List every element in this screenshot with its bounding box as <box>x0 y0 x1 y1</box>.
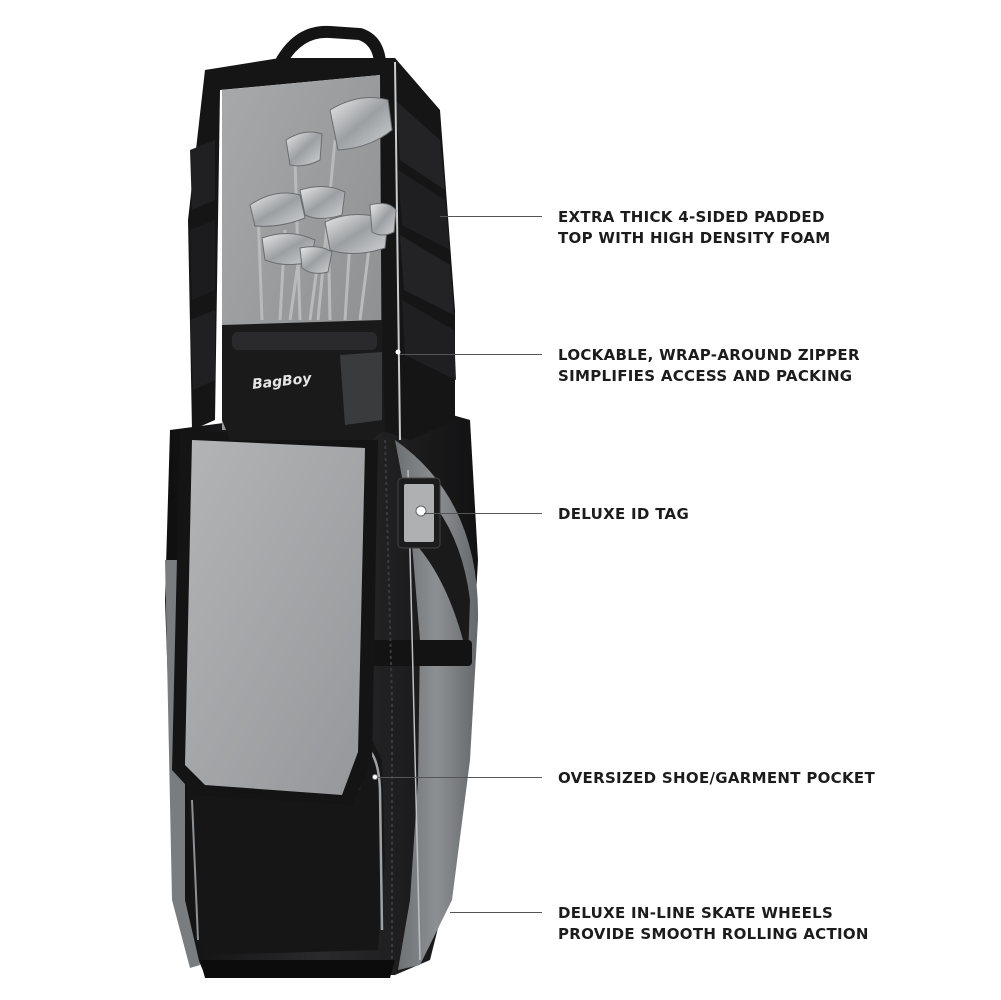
carry-handle <box>276 25 386 68</box>
golf-clubs <box>249 97 397 321</box>
open-front-flap <box>172 430 378 805</box>
golf-bag-inside: BagBoy <box>222 320 385 440</box>
svg-text:BagBoy: BagBoy <box>251 371 313 393</box>
bagboy-logo: BagBoy <box>251 371 313 393</box>
id-tag <box>397 477 441 549</box>
